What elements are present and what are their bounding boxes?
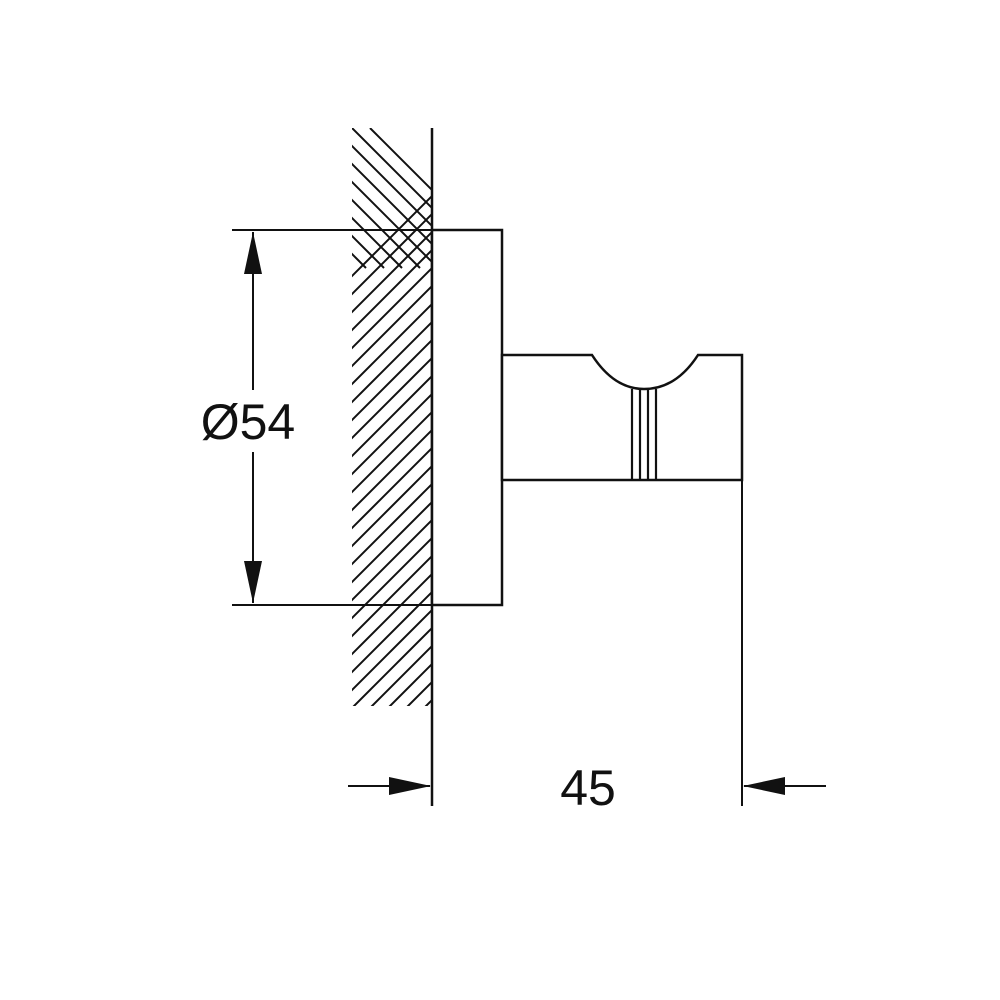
wall-hatching [352, 128, 432, 706]
projection-label: 45 [560, 760, 616, 816]
diameter-arrow-top [244, 232, 262, 274]
diameter-arrow-bottom [244, 561, 262, 603]
projection-arrow-right [743, 777, 785, 795]
projection-arrow-left [389, 777, 431, 795]
diameter-label: Ø54 [201, 394, 296, 450]
rosette-base [430, 228, 504, 607]
projection-dimension [348, 480, 826, 806]
hook-body [500, 353, 744, 482]
hook-groove [630, 389, 658, 480]
